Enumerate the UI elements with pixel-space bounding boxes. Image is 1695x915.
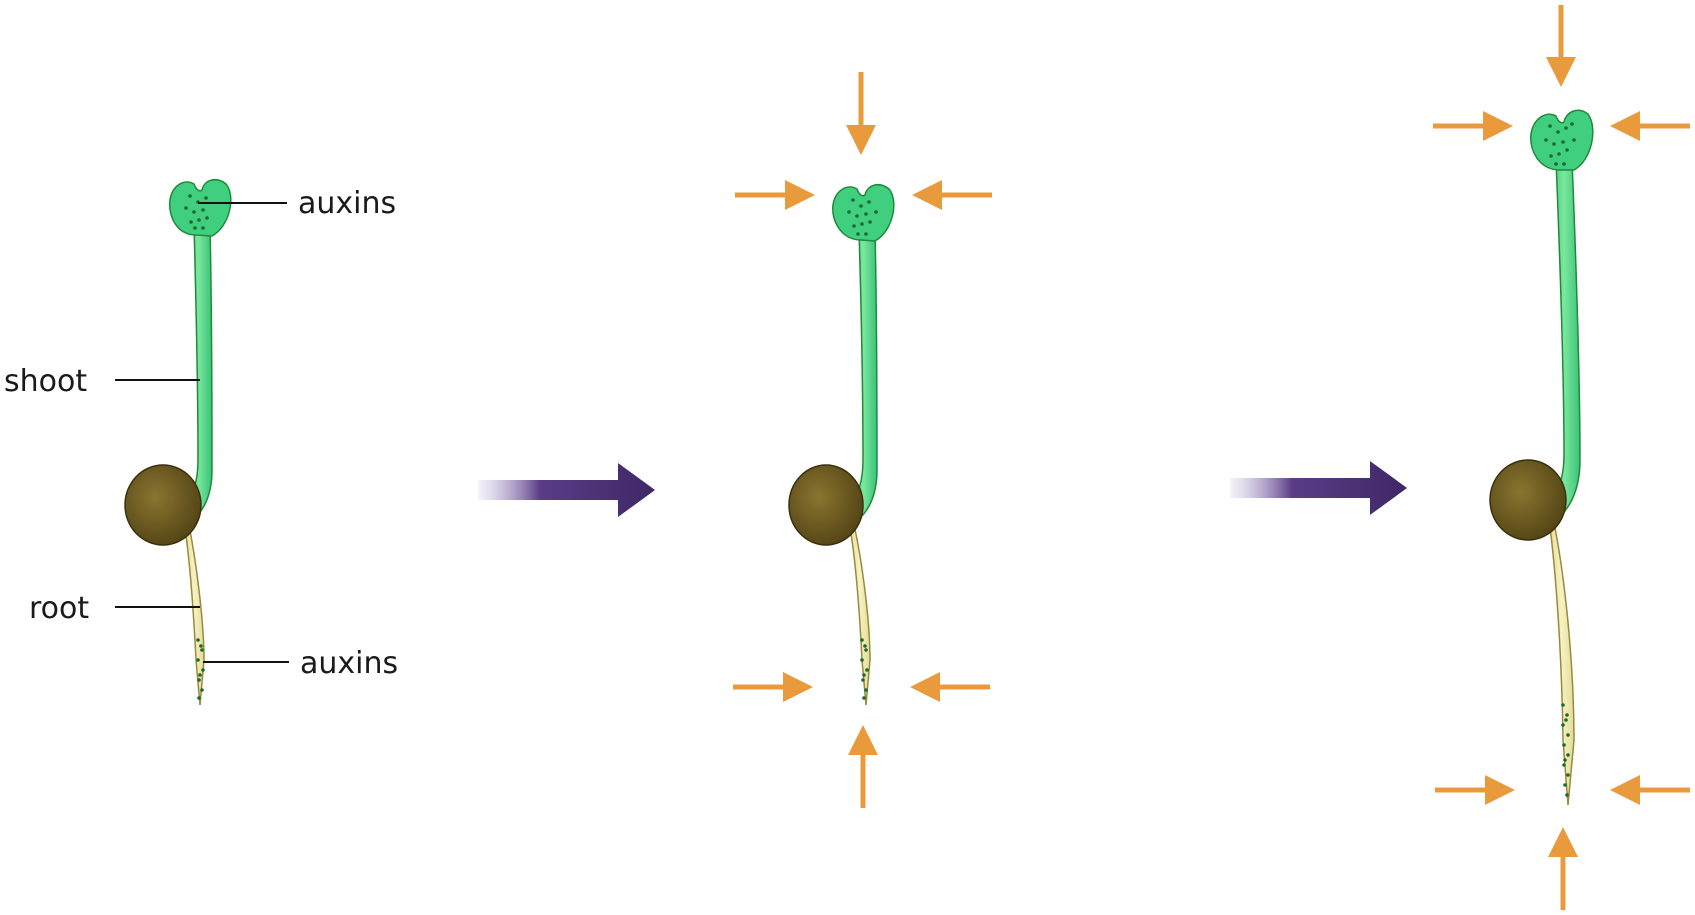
label-auxins-bottom: auxins [300,646,398,681]
seedling-2-shoot-auxin-dots [847,198,878,236]
seedling-stage-2 [733,72,992,808]
seedling-3-shoot-auxin-dots [1544,122,1576,166]
seedling-3-cotyledon [1530,109,1594,171]
growth-arrow-1 [478,463,655,517]
label-auxins-top: auxins [298,186,396,221]
growth-arrow-2 [1230,461,1407,515]
seedling-2-cotyledon [832,184,895,242]
stage-2-orange-arrows [733,72,992,808]
seedling-1-cotyledon [168,179,232,237]
seedling-1-seed [124,464,202,546]
seedling-2-root [848,518,871,706]
seedling-3-seed [1489,459,1567,541]
label-root: root [29,591,89,626]
stage-3-orange-arrows [1433,5,1690,910]
seedling-2-root-auxin-dots [860,638,869,700]
seedling-3-shoot [1547,159,1581,522]
seedling-3-root [1548,516,1575,806]
label-shoot: shoot [4,364,87,399]
seedling-1-root [183,518,205,706]
seedling-3-root-auxin-dots [1561,703,1570,797]
seedling-stage-3 [1433,5,1690,910]
seedling-1-root-auxin-dots [196,638,205,700]
seedling-2-seed [788,464,864,546]
seedling-stage-1: auxins shoot root auxins [4,179,398,706]
